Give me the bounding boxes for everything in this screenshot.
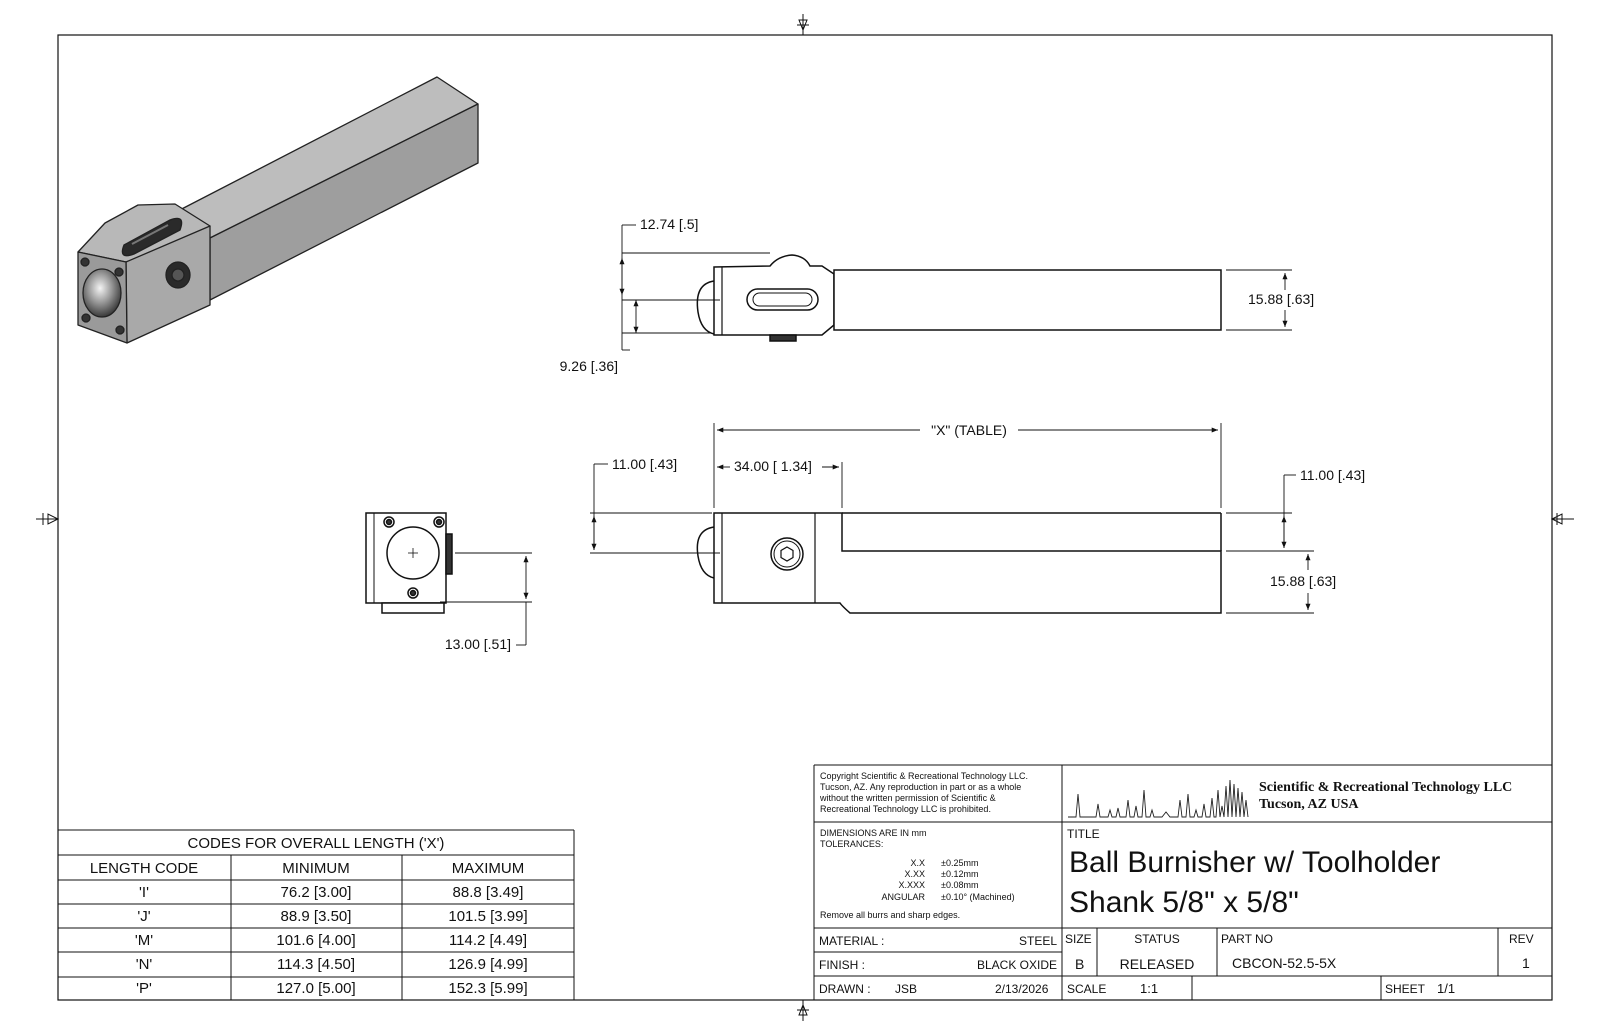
tolerance-label: ANGULAR (881, 892, 925, 902)
tolerance-label: X.XX (904, 869, 925, 879)
isometric-view (77, 76, 479, 344)
dim-front-11-00-left: 11.00 [.43] (612, 456, 677, 472)
top-view-shank (833, 269, 1222, 331)
top-view-slot (746, 288, 819, 311)
dimensions-unit: DIMENSIONS ARE IN mm (820, 828, 927, 838)
tolerances-note: DIMENSIONS ARE IN mm TOLERANCES: X.X ±0.… (820, 828, 1015, 920)
top-view (696, 254, 1222, 342)
table-cell: 88.9 [3.50] (281, 908, 352, 925)
finish-label: FINISH : (819, 958, 865, 972)
table-cell: 88.8 [3.49] (453, 884, 524, 901)
table-cell: 114.3 [4.50] (277, 956, 355, 973)
copyright-line: without the written permission of Scient… (819, 793, 996, 803)
tolerances-label: TOLERANCES: (820, 839, 883, 849)
end-view-dimensions (440, 552, 532, 646)
top-view-ball (696, 280, 715, 335)
table-cell: 126.9 [4.99] (448, 956, 527, 973)
drawing-title-line2: Shank 5/8" x 5/8" (1069, 886, 1299, 919)
drawn-date: 2/13/2026 (995, 982, 1049, 996)
drawn-by: JSB (895, 982, 917, 996)
dim-front-15-88: 15.88 [.63] (1270, 573, 1336, 589)
dim-top-15-88: 15.88 [.63] (1248, 291, 1314, 307)
table-cell: 'M' (135, 932, 153, 949)
title-block (813, 764, 1552, 1000)
header-length-code: LENGTH CODE (90, 860, 198, 877)
top-view-dimensions (619, 224, 1292, 351)
scale-label: SCALE (1067, 982, 1106, 996)
finish-value: BLACK OXIDE (977, 958, 1057, 972)
drawn-label: DRAWN : (819, 982, 871, 996)
table-cell: 'J' (137, 908, 150, 925)
tolerance-value: ±0.12mm (941, 869, 978, 879)
dim-9-26: 9.26 [.36] (560, 358, 618, 374)
length-table-header: LENGTH CODE MINIMUM MAXIMUM (90, 860, 524, 877)
title-fields: MATERIAL : STEEL FINISH : BLACK OXIDE DR… (819, 932, 1534, 996)
table-cell: 76.2 [3.00] (281, 884, 352, 901)
table-cell: 101.5 [3.99] (448, 908, 527, 925)
dim-x-table: "X" (TABLE) (931, 422, 1007, 438)
dim-13-00: 13.00 [.51] (445, 636, 511, 652)
drawing-border (57, 34, 1553, 1001)
partno-value: CBCON-52.5-5X (1232, 955, 1337, 971)
copyright-line: Tucson, AZ. Any reproduction in part or … (820, 782, 1021, 792)
company-location: Tucson, AZ USA (1259, 797, 1359, 812)
rev-value: 1 (1522, 955, 1530, 971)
size-value: B (1075, 956, 1084, 972)
ball (82, 268, 122, 318)
burr-note: Remove all burrs and sharp edges. (820, 910, 960, 920)
table-cell: 127.0 [5.00] (276, 980, 355, 997)
scale-value: 1:1 (1140, 981, 1158, 996)
table-cell: 'I' (139, 884, 149, 901)
hex-socket-screw-icon (770, 537, 804, 571)
partno-label: PART NO (1221, 932, 1273, 946)
sheet-label: SHEET (1385, 982, 1426, 996)
size-label: SIZE (1065, 932, 1092, 946)
header-minimum: MINIMUM (282, 860, 350, 877)
title-label: TITLE (1067, 827, 1100, 841)
end-view (365, 512, 453, 614)
front-view-head (713, 512, 1222, 614)
dim-front-11-00-right: 11.00 [.43] (1300, 467, 1365, 483)
header-maximum: MAXIMUM (452, 860, 525, 877)
copyright-note: Copyright Scientific & Recreational Tech… (819, 771, 1028, 814)
front-view (696, 512, 1222, 614)
length-code-table (58, 829, 575, 1000)
material-value: STEEL (1019, 934, 1057, 948)
material-label: MATERIAL : (819, 934, 884, 948)
spectrum-logo-icon (1068, 779, 1249, 818)
drawing-title-line1: Ball Burnisher w/ Toolholder (1069, 846, 1440, 879)
tolerance-label: X.X (910, 858, 925, 868)
tolerance-value: ±0.10° (Machined) (941, 892, 1015, 902)
table-cell: 114.2 [4.49] (449, 932, 527, 949)
table-cell: 'N' (136, 956, 153, 973)
table-cell: 101.6 [4.00] (276, 932, 355, 949)
rev-label: REV (1509, 932, 1534, 946)
table-cell: 'P' (136, 980, 152, 997)
table-cell: 152.3 [5.99] (448, 980, 527, 997)
centering-marks (36, 14, 1574, 1021)
tolerance-label: X.XXX (898, 880, 925, 890)
tolerance-value: ±0.25mm (941, 858, 978, 868)
company-name: Scientific & Recreational Technology LLC (1259, 780, 1512, 795)
head-slot (121, 217, 183, 257)
copyright-line: Recreational Technology LLC is prohibite… (820, 804, 991, 814)
dim-34-00: 34.00 [ 1.34] (734, 458, 812, 474)
status-value: RELEASED (1120, 956, 1195, 972)
sheet-value: 1/1 (1437, 981, 1455, 996)
dim-12-74: 12.74 [.5] (640, 216, 698, 232)
front-view-dimensions (590, 423, 1314, 614)
status-label: STATUS (1134, 932, 1180, 946)
tolerance-value: ±0.08mm (941, 880, 978, 890)
length-table-title: CODES FOR OVERALL LENGTH ('X') (188, 835, 445, 852)
front-view-ball (696, 526, 715, 579)
copyright-line: Copyright Scientific & Recreational Tech… (820, 771, 1028, 781)
length-table-rows: 'I' 76.2 [3.00] 88.8 [3.49] 'J' 88.9 [3.… (135, 884, 528, 997)
